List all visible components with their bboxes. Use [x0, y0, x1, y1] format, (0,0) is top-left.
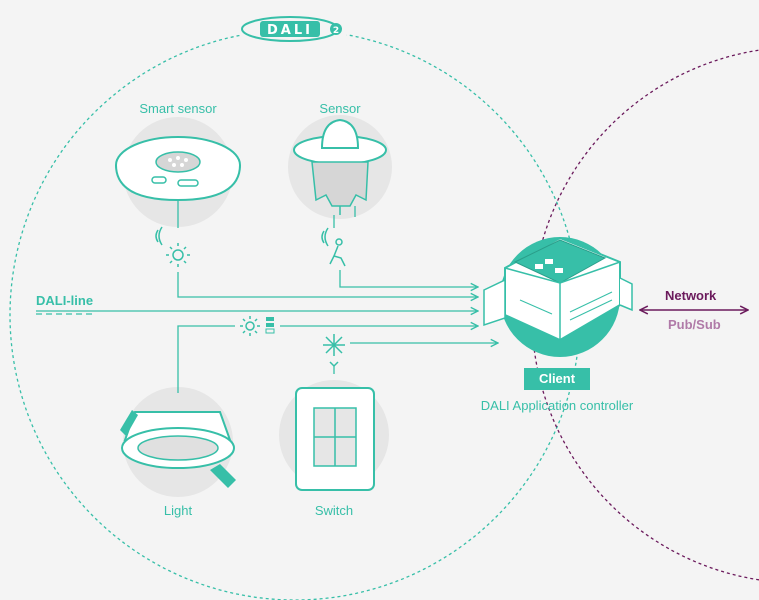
- client-badge: Client: [524, 368, 590, 390]
- network-label: Network: [665, 288, 717, 303]
- connections: [36, 200, 498, 393]
- controller-icon: [483, 236, 633, 342]
- smart-sensor-icon: [115, 136, 241, 202]
- logo-text: DALI: [267, 23, 313, 38]
- sensor-label: Sensor: [319, 101, 361, 116]
- smart-sensor-label: Smart sensor: [139, 101, 217, 116]
- logo-suffix: 2: [333, 26, 339, 36]
- downlight-icon: [120, 410, 236, 488]
- switch-label: Switch: [314, 503, 354, 518]
- pubsub-label: Pub/Sub: [668, 317, 721, 332]
- dimmer-icon: [240, 316, 275, 336]
- motion-icon: [321, 227, 346, 267]
- dali-logo-icon: DALI 2: [238, 14, 348, 44]
- snowflake-icon: [323, 334, 345, 368]
- switch-icon: [295, 387, 375, 491]
- light-level-icon: [155, 226, 190, 267]
- sensor-icon: [293, 118, 387, 215]
- light-label: Light: [163, 503, 193, 518]
- dali-line-label: DALI-line: [36, 293, 94, 308]
- controller-caption: DALI Application controller: [480, 398, 634, 413]
